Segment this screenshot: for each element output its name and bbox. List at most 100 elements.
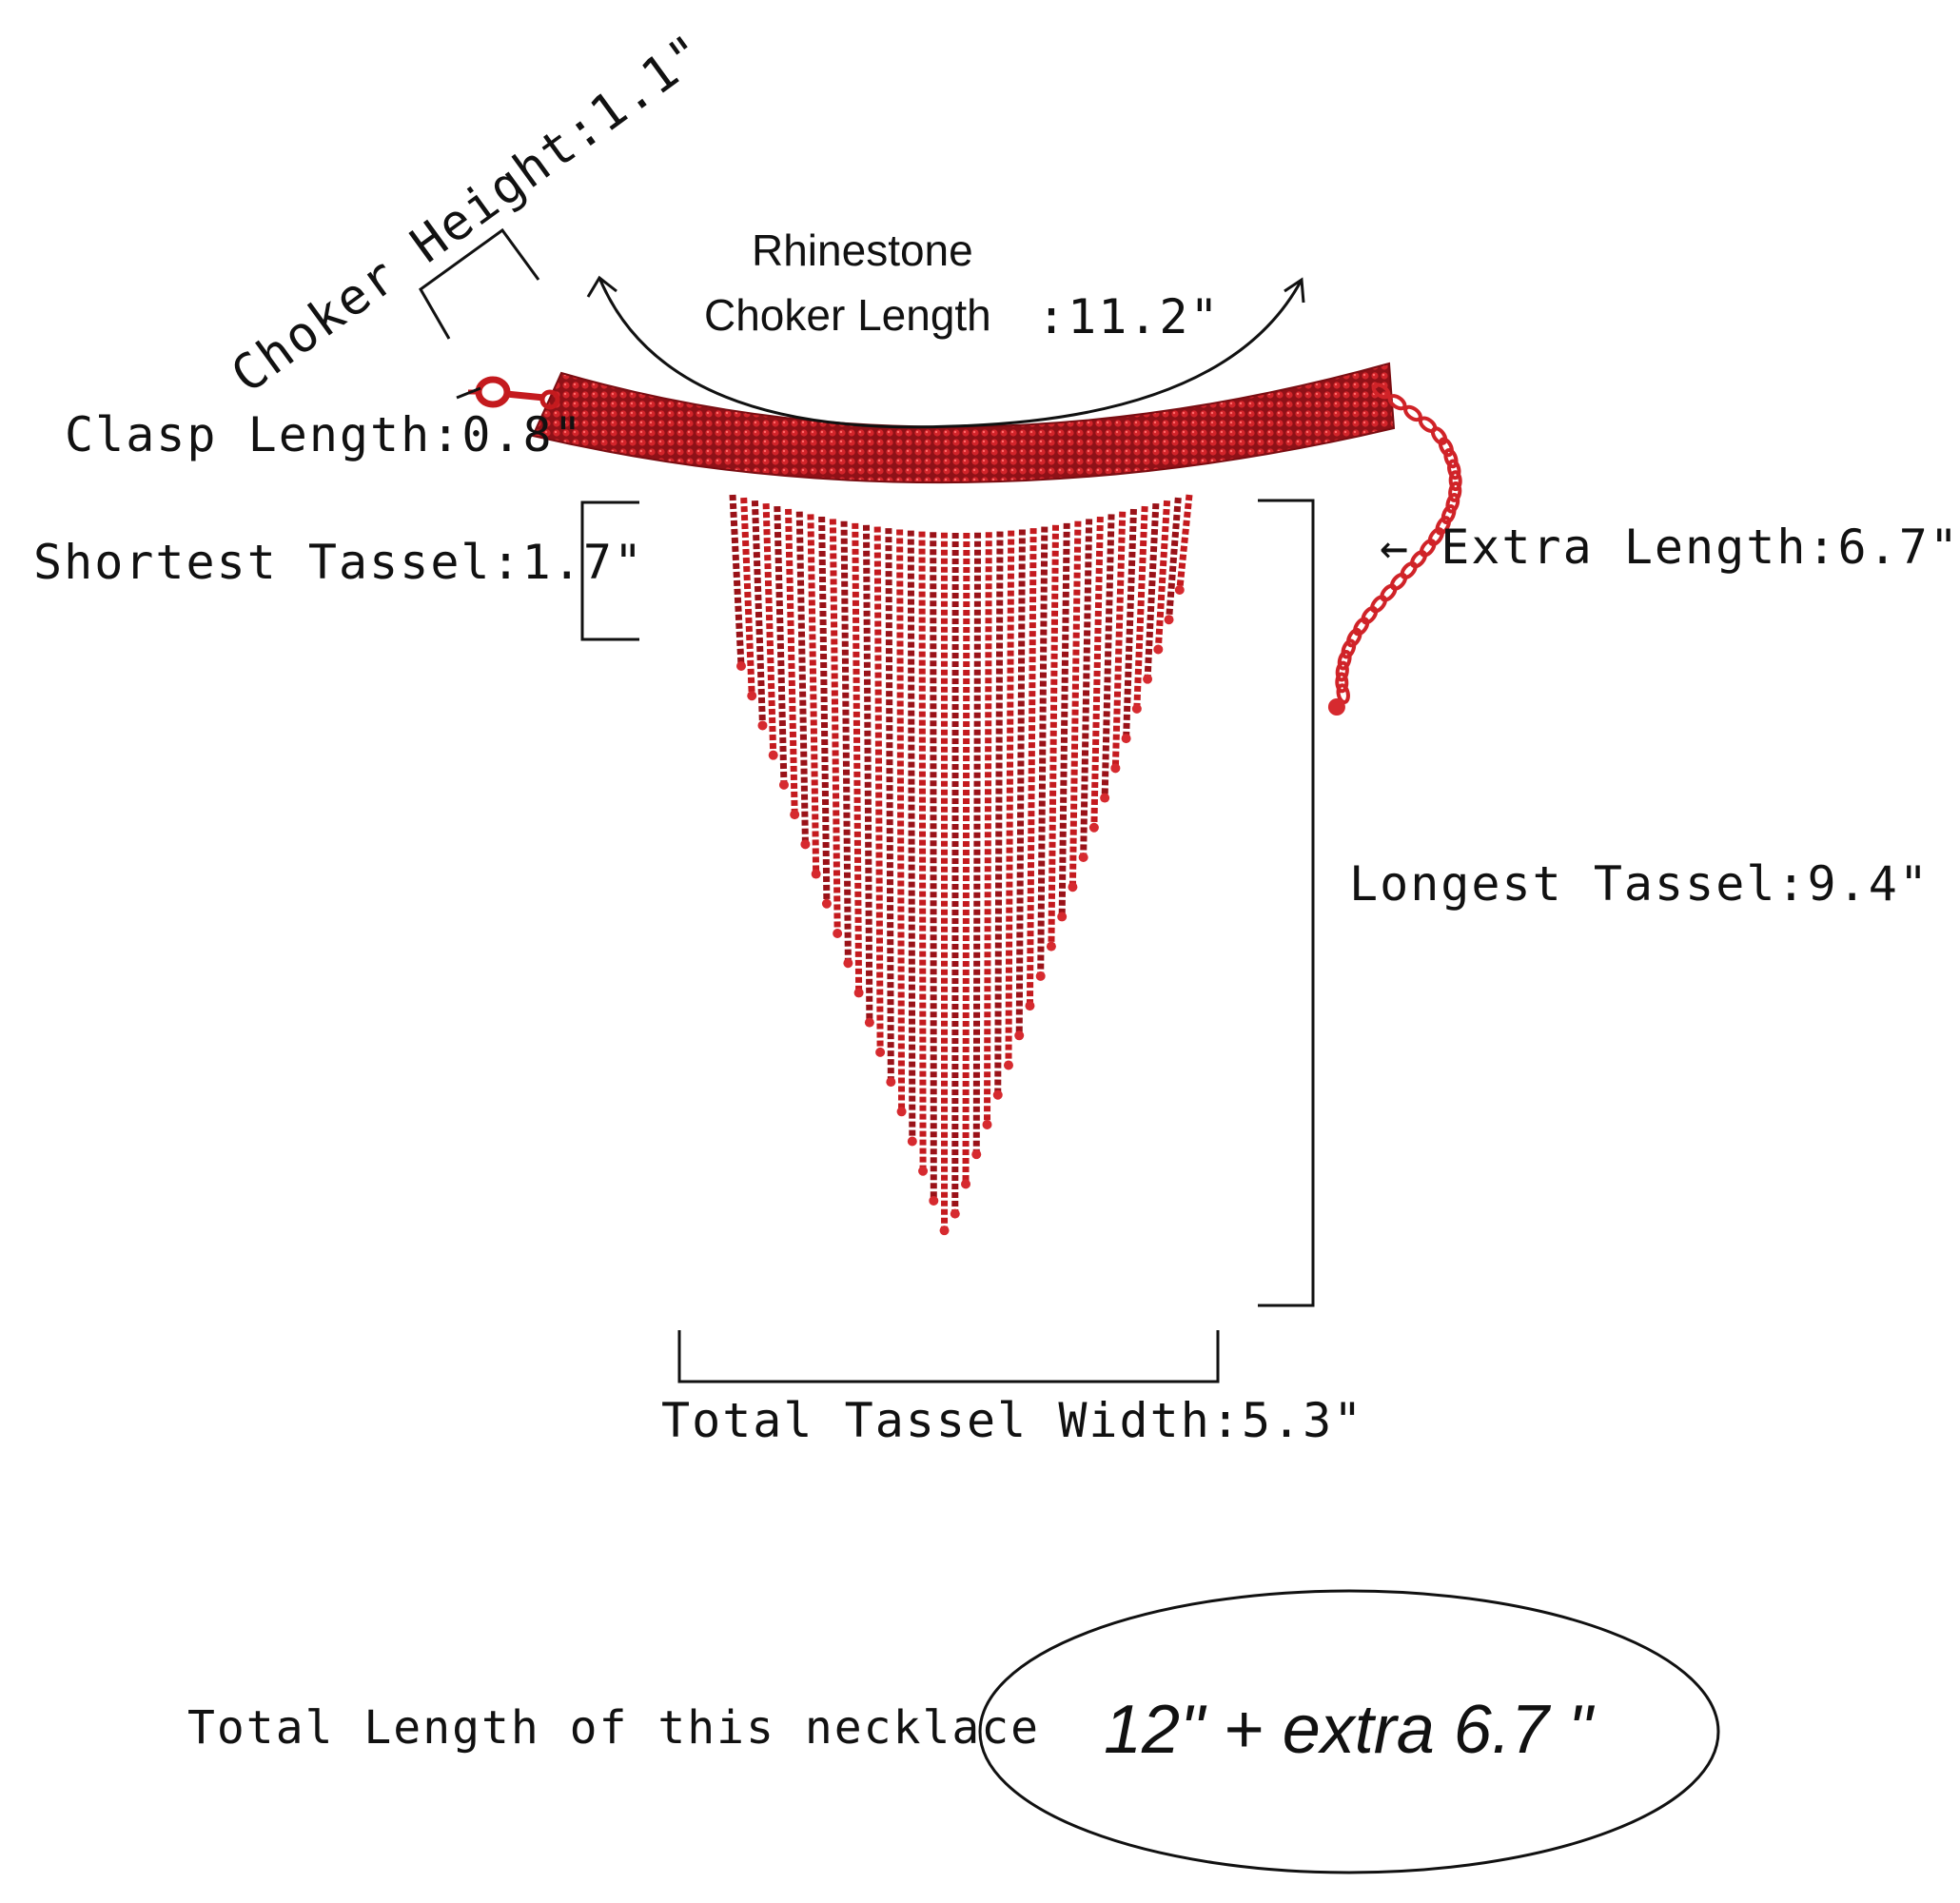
tassel-end <box>1131 703 1142 714</box>
rhinestone-label-line2: Choker Length <box>704 290 991 340</box>
tassel-strand <box>907 530 916 1142</box>
chain-link <box>1443 447 1459 469</box>
tassel-strand <box>829 519 841 934</box>
tassel-strand <box>795 511 809 845</box>
tassel-strand <box>1144 502 1160 679</box>
chain-link <box>1438 437 1454 458</box>
tassel-end <box>790 810 800 820</box>
tassel-end <box>982 1119 992 1129</box>
tassel-strand <box>918 531 927 1171</box>
tassel-end <box>778 779 789 790</box>
choker-length-arc <box>586 275 1305 429</box>
tassel-strand <box>1048 524 1060 947</box>
tassel-strand <box>873 526 884 1052</box>
tassel-strand <box>818 516 831 904</box>
tassel-end <box>1068 882 1078 893</box>
tassel-end <box>1035 971 1046 981</box>
rhinestone-label-line1: Rhinestone <box>752 226 973 275</box>
tassel-end <box>811 869 821 879</box>
tassel-strand <box>740 497 755 696</box>
chain-link <box>1335 672 1349 694</box>
tassel-strand <box>1123 508 1137 739</box>
tassel-end <box>896 1107 907 1117</box>
tassel-end <box>757 720 768 731</box>
tassel-end <box>864 1017 874 1028</box>
tassel-strand <box>807 514 820 874</box>
chain-link <box>1448 470 1462 492</box>
tassel-end <box>1088 822 1099 833</box>
choker-band <box>531 362 1396 484</box>
tassel-end <box>971 1149 982 1160</box>
extra-length-label: ← Extra Length:6.7" <box>1380 520 1960 575</box>
chain-end-bead <box>1327 698 1345 716</box>
tassel-strand <box>1101 514 1115 798</box>
chain-link <box>1346 627 1362 648</box>
chain-link <box>1371 383 1391 400</box>
tassel-strand <box>1015 529 1026 1036</box>
chain-link <box>1410 550 1427 569</box>
clasp-pointer-line <box>456 386 481 400</box>
tassel-strand <box>962 532 970 1185</box>
chain-link <box>1361 605 1379 625</box>
chain-link <box>1387 394 1407 411</box>
total-length-ellipse <box>978 1589 1720 1874</box>
longest-tassel-label: Longest Tassel:9.4" <box>1349 856 1930 912</box>
tassel-end <box>939 1226 950 1236</box>
tassel-end <box>853 988 864 998</box>
chain-link <box>1370 595 1387 614</box>
tassel-strand <box>862 524 873 1023</box>
chain-link <box>1448 481 1462 502</box>
tassel-strand <box>994 531 1004 1095</box>
tassel-end <box>1174 585 1185 595</box>
tassel-end <box>1121 734 1131 744</box>
tassel-strand <box>1005 530 1015 1066</box>
tassel-strands <box>729 494 1193 1236</box>
tassel-strand <box>751 500 766 726</box>
chain-link <box>1337 649 1352 671</box>
tassel-end <box>950 1208 960 1219</box>
extension-chain-icon <box>1327 383 1462 716</box>
chain-link <box>1380 583 1398 602</box>
tassel-end <box>1014 1030 1025 1041</box>
chain-link <box>1435 516 1451 536</box>
tassel-width-label: Total Tassel Width:5.3" <box>661 1393 1364 1448</box>
tassel-end <box>1057 912 1068 922</box>
tassel-end <box>961 1179 971 1189</box>
tassel-end <box>1143 674 1153 684</box>
chain-link <box>1336 683 1350 704</box>
tassel-end <box>747 691 757 701</box>
tassel-end <box>1164 615 1174 625</box>
tassel-strand <box>785 508 798 815</box>
total-length-caption: Total Length of this necklace <box>187 1701 1041 1755</box>
chain-link <box>1447 459 1461 481</box>
chain-link <box>1427 527 1444 547</box>
choker-height-bracket <box>419 227 540 340</box>
tassel-strand <box>983 532 992 1125</box>
clasp-length-label: Clasp Length:0.8" <box>65 407 584 462</box>
tassel-strand <box>852 522 863 993</box>
necklace-illustration <box>419 227 1720 1874</box>
chain-link <box>1341 638 1357 659</box>
tassel-strand <box>930 532 937 1201</box>
tassel-end <box>843 958 853 969</box>
tassel-strand <box>1037 526 1049 976</box>
tassel-end <box>1025 1001 1035 1011</box>
tassel-end <box>821 898 832 909</box>
tassel-end <box>929 1195 939 1206</box>
tassel-end <box>918 1166 929 1176</box>
tassel-strand <box>1111 511 1127 769</box>
tassel-strand <box>762 503 777 755</box>
tassel-width-bracket <box>677 1330 1220 1383</box>
tassel-strand <box>1090 516 1104 828</box>
tassel-end <box>886 1077 896 1088</box>
tassel-strand <box>885 528 894 1083</box>
lobster-clasp-icon <box>468 376 560 410</box>
rhinestone-length-value: :11.2" <box>1037 289 1221 344</box>
shortest-tassel-label: Shortest Tassel:1.7" <box>33 535 645 590</box>
chain-link <box>1400 560 1418 579</box>
chain-link <box>1430 426 1448 445</box>
tassel-end <box>1100 793 1110 803</box>
longest-tassel-bracket <box>1258 499 1315 1307</box>
tassel-strand <box>729 494 745 667</box>
chain-link <box>1389 572 1408 591</box>
